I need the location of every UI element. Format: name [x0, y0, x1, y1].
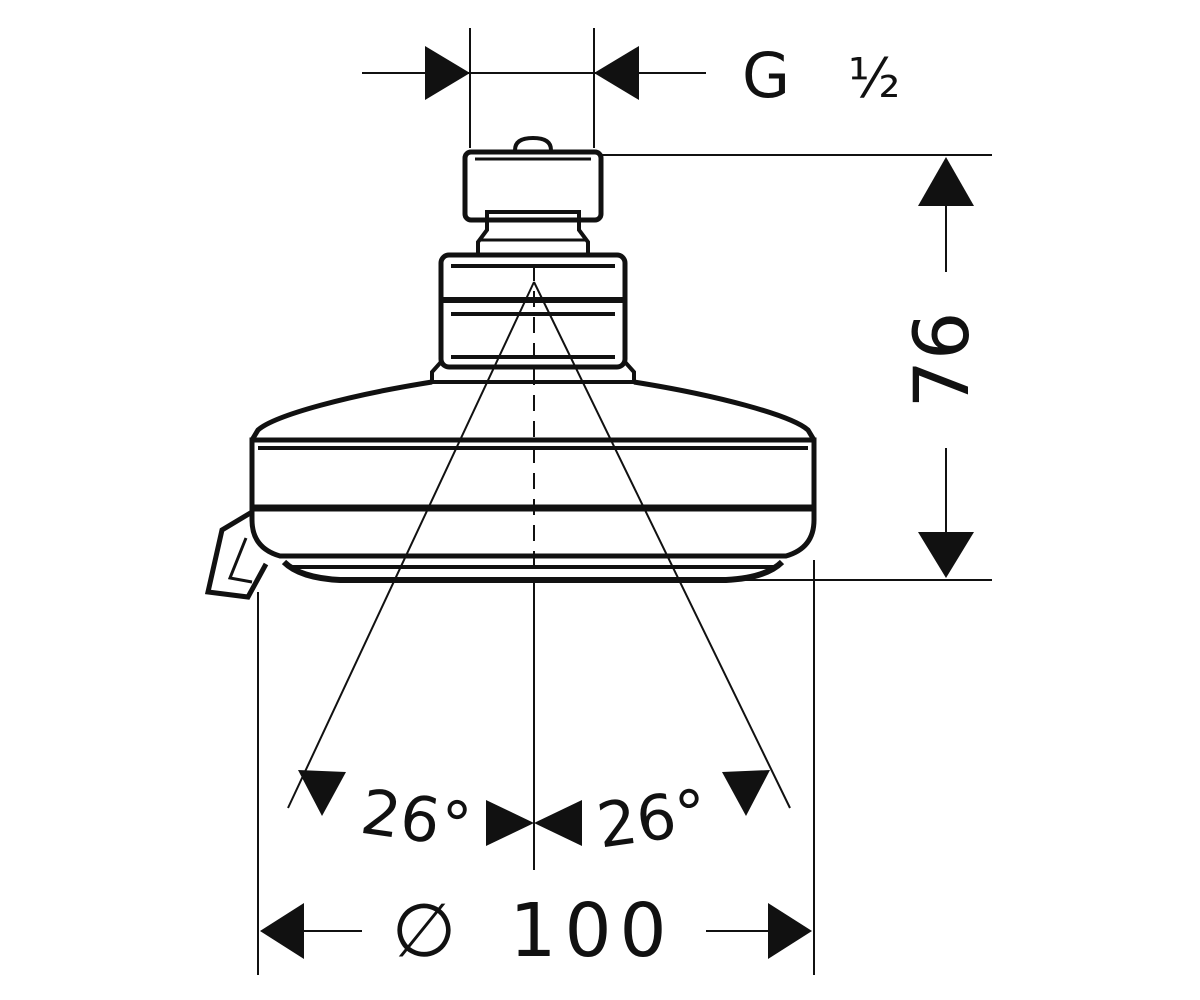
diameter-arrow-left — [260, 903, 304, 959]
thread-size: ½ — [848, 47, 900, 110]
neck-right — [577, 210, 590, 255]
nut-cap — [513, 135, 553, 151]
right-spray-angle: 26° — [593, 775, 712, 863]
angle-arrow-outer-right — [722, 770, 770, 816]
adjust-lever — [204, 509, 269, 600]
shower-head-body — [204, 135, 817, 600]
ball-joint-housing — [438, 252, 628, 370]
thread-arrow-left — [425, 46, 470, 100]
spray-angle-dimension: 26° 26° — [298, 770, 770, 863]
neck-left — [476, 210, 489, 255]
diameter-value: 100 — [509, 888, 674, 974]
left-spray-angle: 26° — [356, 775, 475, 863]
diameter-symbol: ∅ — [392, 888, 456, 974]
height-arrow-top — [918, 157, 974, 206]
thread-dimension: G ½ — [362, 28, 900, 148]
angle-arrow-center-right — [534, 800, 582, 846]
height-dimension: 76 — [601, 154, 992, 581]
thread-arrow-right — [594, 46, 639, 100]
connector-nut — [462, 149, 604, 223]
height-value: 76 — [897, 312, 986, 409]
spray-line-left — [287, 281, 535, 809]
angle-arrow-outer-left — [298, 770, 346, 816]
head-dome — [249, 379, 817, 442]
head-main-body — [249, 437, 817, 559]
diameter-arrow-right — [768, 903, 812, 959]
spray-line-right — [533, 281, 791, 809]
adjust-lever-inner — [227, 537, 253, 584]
thread-label: G — [742, 39, 790, 112]
diameter-dimension: ∅ 100 — [257, 560, 815, 975]
height-arrow-bottom — [918, 532, 974, 578]
spray-angle-lines — [287, 281, 791, 809]
angle-arrow-center-left — [486, 800, 534, 846]
